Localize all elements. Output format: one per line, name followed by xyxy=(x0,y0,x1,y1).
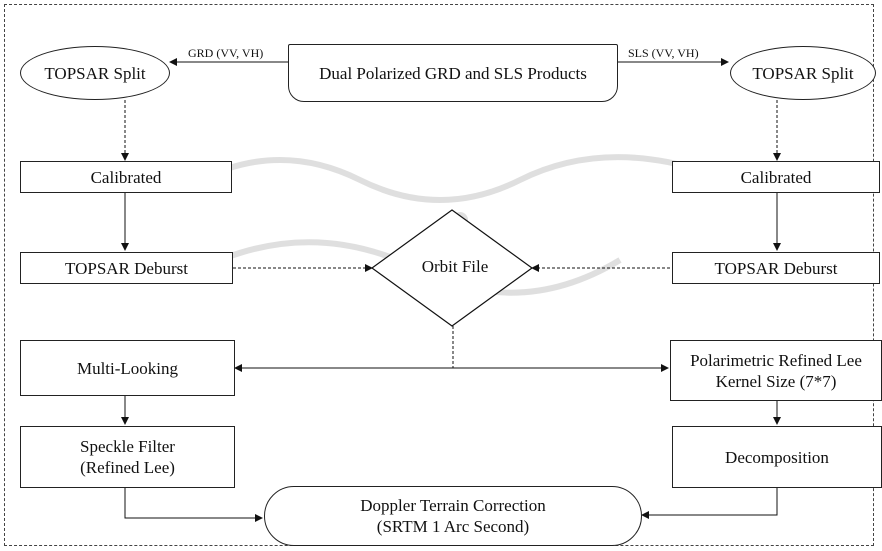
left-split-node: TOPSAR Split xyxy=(20,46,170,100)
source-label: Dual Polarized GRD and SLS Products xyxy=(319,63,587,83)
left-calibrated-label: Calibrated xyxy=(90,167,162,187)
left-split-label: TOPSAR Split xyxy=(44,63,146,83)
orbit-file-label: Orbit File xyxy=(421,257,489,276)
left-calibrated-node: Calibrated xyxy=(20,161,232,193)
speckle-filter-node: Speckle Filter (Refined Lee) xyxy=(20,426,235,488)
terrain-label-2: (SRTM 1 Arc Second) xyxy=(376,517,530,536)
orbit-diamond xyxy=(370,209,534,327)
right-calibrated-label: Calibrated xyxy=(740,167,812,187)
left-deburst-node: TOPSAR Deburst xyxy=(20,252,233,284)
left-deburst-label: TOPSAR Deburst xyxy=(65,258,188,278)
decomposition-node: Decomposition xyxy=(672,426,882,488)
right-deburst-label: TOPSAR Deburst xyxy=(714,258,838,278)
right-split-label: TOPSAR Split xyxy=(752,63,854,83)
right-split-node: TOPSAR Split xyxy=(730,46,876,100)
polarimetric-filter-node: Polarimetric Refined Lee Kernel Size (7*… xyxy=(670,340,882,401)
right-branch-label: SLS (VV, VH) xyxy=(628,46,699,60)
speckle-label-1: Speckle Filter xyxy=(80,437,175,456)
right-calibrated-node: Calibrated xyxy=(672,161,880,193)
terrain-label-1: Doppler Terrain Correction xyxy=(360,496,546,515)
left-branch-label: GRD (VV, VH) xyxy=(188,46,264,60)
decomposition-label: Decomposition xyxy=(725,447,829,467)
polarimetric-label-1: Polarimetric Refined Lee xyxy=(690,350,862,370)
terrain-correction-node: Doppler Terrain Correction (SRTM 1 Arc S… xyxy=(264,486,642,546)
right-deburst-node: TOPSAR Deburst xyxy=(672,252,880,284)
multilook-label: Multi-Looking xyxy=(76,358,179,378)
source-node: Dual Polarized GRD and SLS Products xyxy=(288,44,618,102)
multilook-node: Multi-Looking xyxy=(20,340,235,396)
speckle-label-2: (Refined Lee) xyxy=(80,458,175,477)
polarimetric-label-2: Kernel Size (7*7) xyxy=(715,371,837,391)
